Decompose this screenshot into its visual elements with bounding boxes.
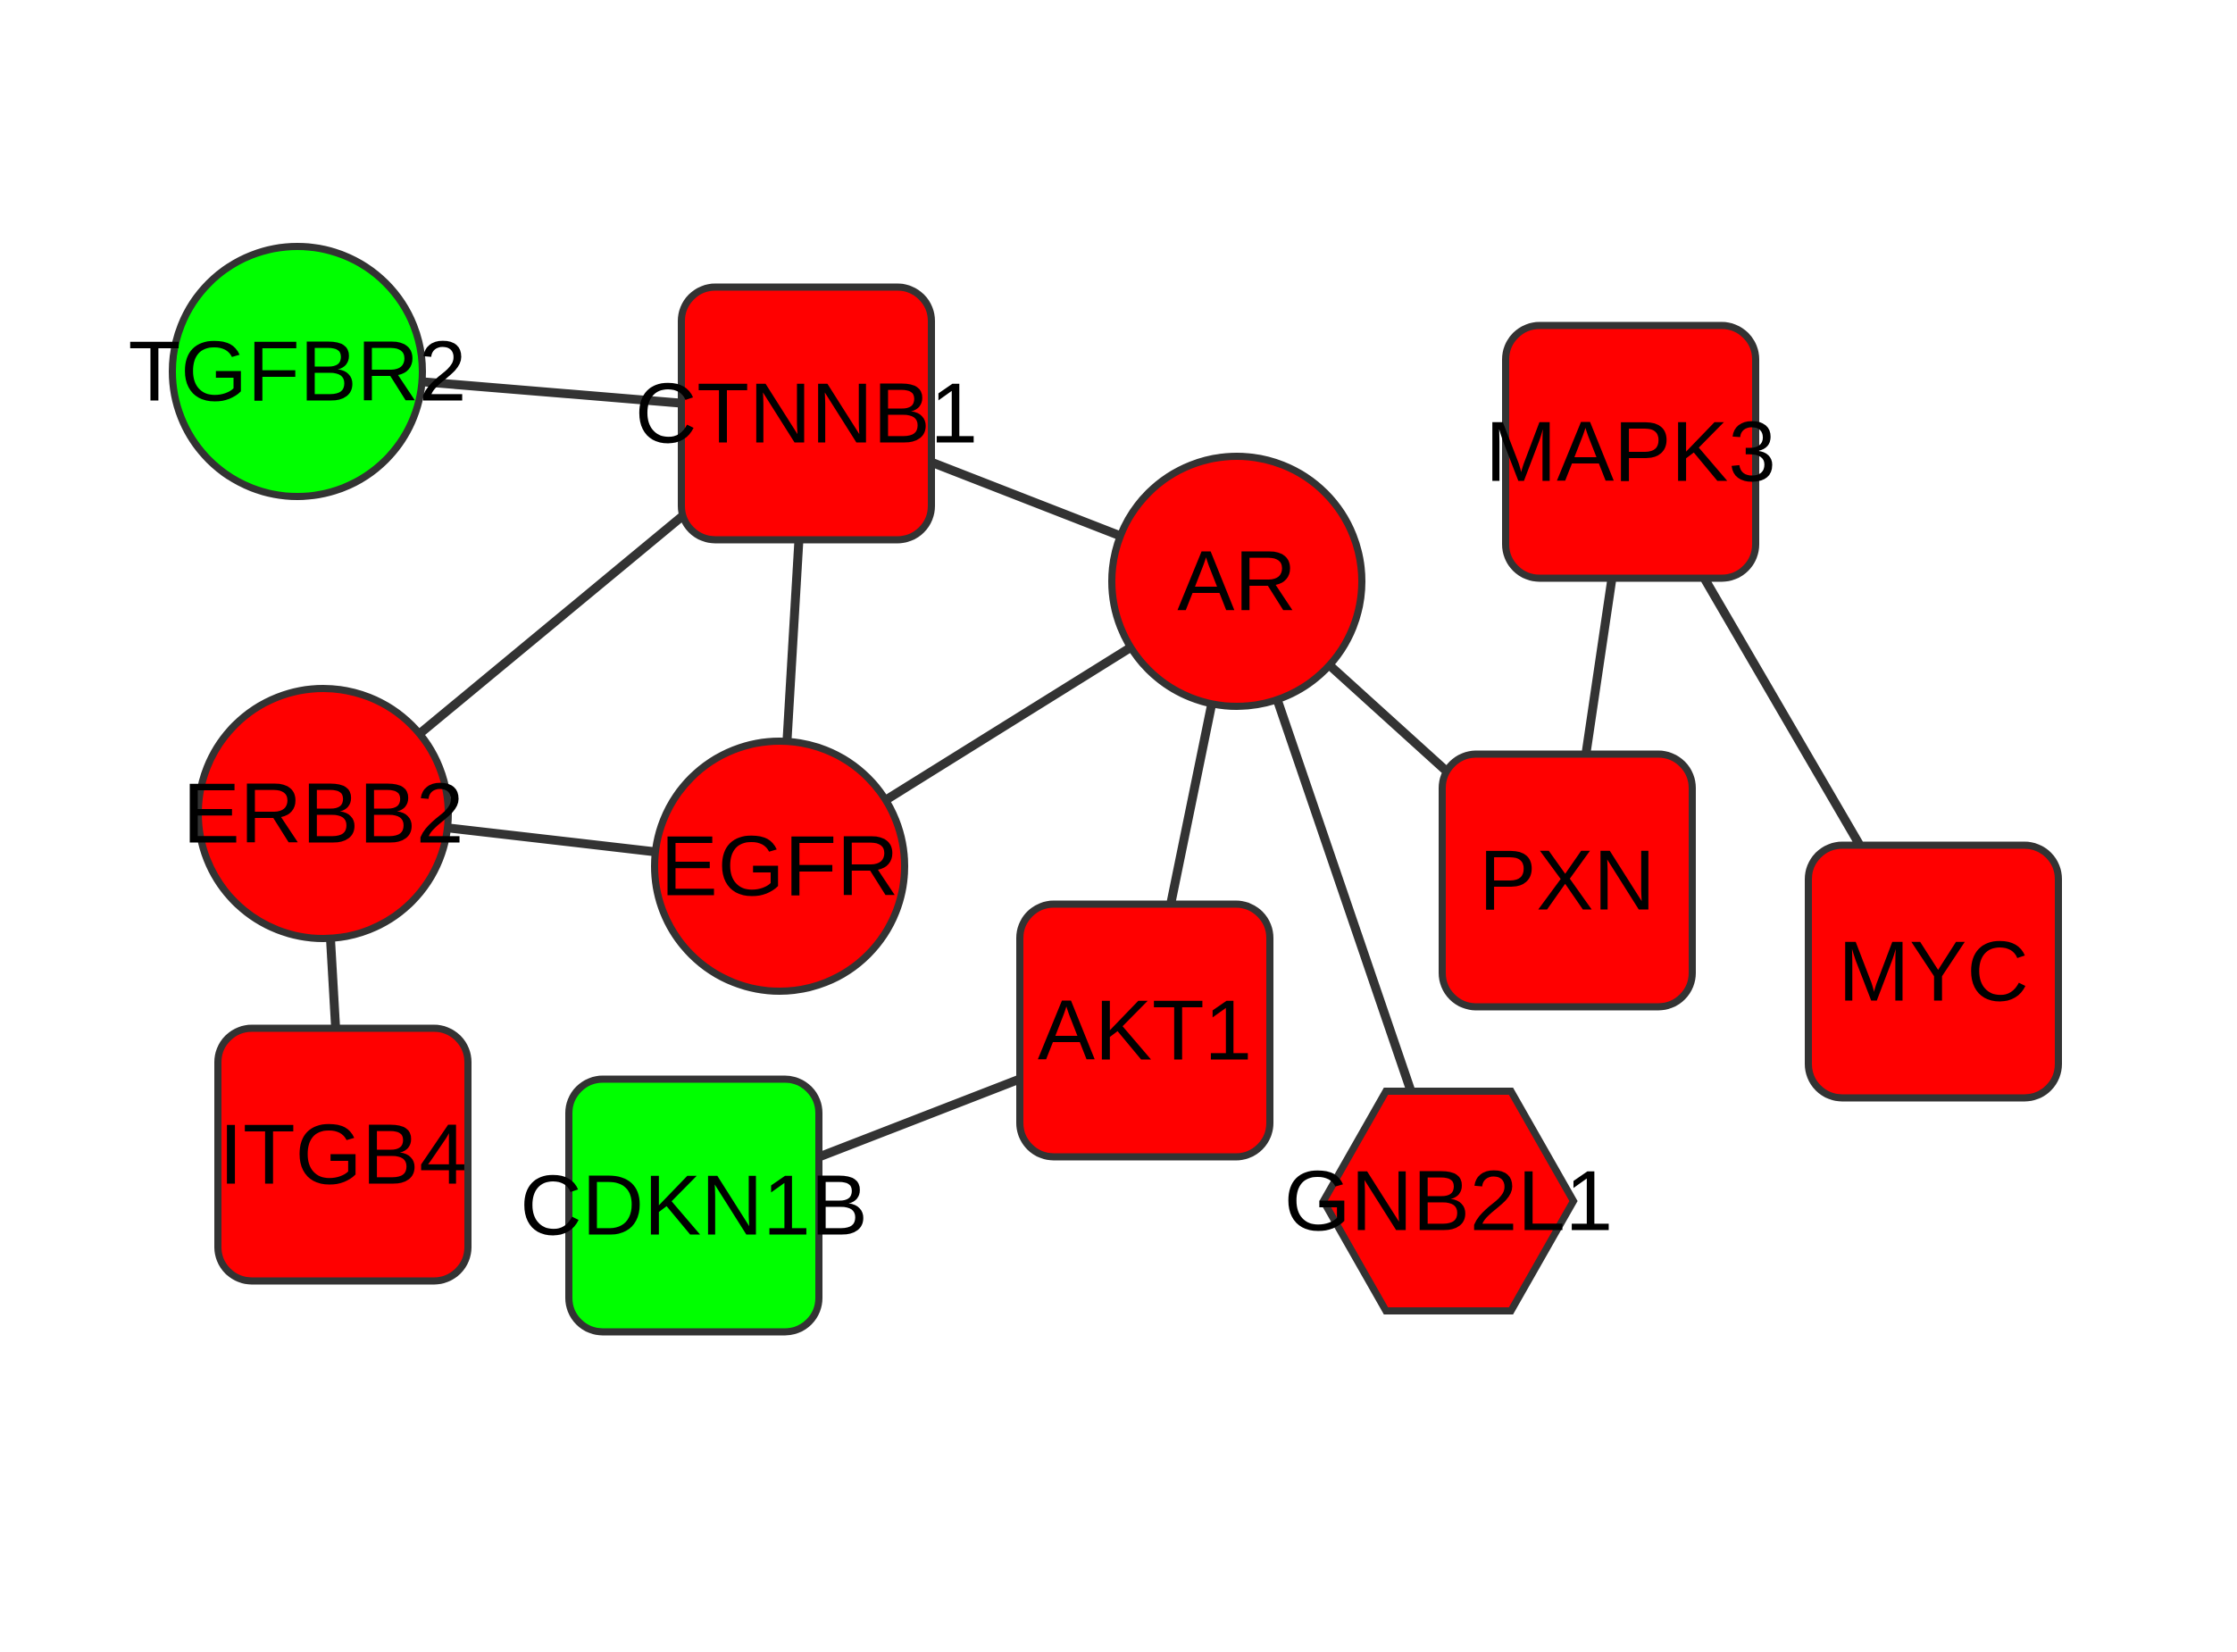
node-egfr: EGFR [651, 738, 908, 995]
node-hexagon [1319, 1088, 1578, 1314]
node-circle [195, 685, 452, 942]
node-label: TGFBR2 [129, 324, 467, 420]
node-circle [651, 738, 908, 995]
node-label: PXN [1479, 833, 1655, 929]
node-label: MYC [1838, 924, 2028, 1020]
node-label: ERBB2 [183, 766, 464, 862]
node-round-rectangle [565, 1075, 822, 1336]
node-tgfbr2: TGFBR2 [129, 243, 467, 500]
node-pxn: PXN [1439, 750, 1696, 1011]
node-gnb2l1: GNB2L1 [1284, 1088, 1613, 1314]
node-round-rectangle [1502, 321, 1759, 582]
node-itgb4: ITGB4 [214, 1024, 472, 1285]
node-label: CDKN1B [520, 1158, 867, 1254]
node-label: AKT1 [1038, 983, 1252, 1079]
node-akt1: AKT1 [1016, 900, 1273, 1161]
node-mapk3: MAPK3 [1485, 321, 1776, 582]
node-label: EGFR [661, 819, 899, 914]
node-round-rectangle [1805, 841, 2062, 1102]
node-round-rectangle [214, 1024, 472, 1285]
node-round-rectangle [1439, 750, 1696, 1011]
node-cdkn1b: CDKN1B [520, 1075, 868, 1336]
node-myc: MYC [1805, 841, 2062, 1102]
node-label: ITGB4 [219, 1107, 466, 1203]
node-ar: AR [1108, 453, 1365, 710]
node-round-rectangle [678, 283, 935, 544]
node-label: GNB2L1 [1284, 1154, 1613, 1249]
node-label: CTNNB1 [635, 366, 978, 462]
node-erbb2: ERBB2 [183, 685, 464, 942]
node-label: AR [1177, 534, 1296, 630]
node-round-rectangle [1016, 900, 1273, 1161]
node-circle [1108, 453, 1365, 710]
node-label: MAPK3 [1485, 405, 1775, 500]
node-circle [169, 243, 426, 500]
node-ctnnb1: CTNNB1 [635, 283, 978, 544]
